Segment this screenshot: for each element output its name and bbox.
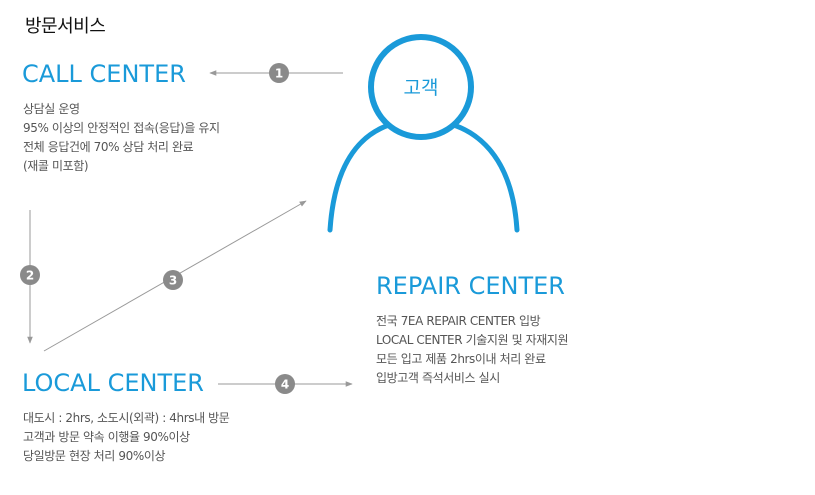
step-3-circle	[163, 270, 183, 290]
call-center-line: 전체 응답건에 70% 상담 처리 완료	[23, 140, 194, 154]
repair-center-line: 전국 7EA REPAIR CENTER 입방	[376, 314, 541, 328]
step-1-circle	[269, 63, 289, 83]
call-center-description: 상담실 운영 95% 이상의 안정적인 접속(응답)을 유지 전체 응답건에 7…	[23, 100, 220, 176]
repair-center-line: 입방고객 즉석서비스 실시	[376, 371, 500, 385]
step-3-badge: 3	[163, 270, 183, 290]
step-2-badge: 2	[20, 265, 40, 285]
step-4-circle	[275, 374, 295, 394]
call-center-line: 상담실 운영	[23, 102, 80, 116]
step-1-number: 1	[275, 67, 283, 81]
repair-center-line: LOCAL CENTER 기술지원 및 자재지원	[376, 333, 569, 347]
repair-center-title: REPAIR CENTER	[376, 272, 565, 300]
step-2-number: 2	[26, 269, 34, 283]
repair-center-description: 전국 7EA REPAIR CENTER 입방 LOCAL CENTER 기술지…	[376, 312, 569, 388]
call-center-title: CALL CENTER	[22, 60, 186, 88]
repair-center-line: 모든 입고 제품 2hrs이내 처리 완료	[376, 352, 546, 366]
step-4-badge: 4	[275, 374, 295, 394]
page-title: 방문서비스	[25, 16, 106, 37]
local-center-line: 고객과 방문 약속 이행율 90%이상	[23, 430, 190, 444]
step-2-circle	[20, 265, 40, 285]
call-center-line: 95% 이상의 안정적인 접속(응답)을 유지	[23, 121, 220, 135]
step-4-number: 4	[281, 378, 289, 392]
call-center-line: (재콜 미포함)	[23, 159, 89, 173]
step-1-badge: 1	[269, 63, 289, 83]
local-center-description: 대도시 : 2hrs, 소도시(외곽) : 4hrs내 방문 고객과 방문 약속…	[23, 409, 230, 466]
step-3-number: 3	[169, 274, 177, 288]
customer-label: 고객	[404, 77, 439, 99]
local-center-line: 당일방문 현장 처리 90%이상	[23, 449, 166, 463]
customer-head-circle	[368, 34, 474, 140]
customer-person-icon: 고객	[327, 34, 520, 233]
local-center-line: 대도시 : 2hrs, 소도시(외곽) : 4hrs내 방문	[23, 411, 230, 425]
local-center-title: LOCAL CENTER	[22, 369, 204, 397]
